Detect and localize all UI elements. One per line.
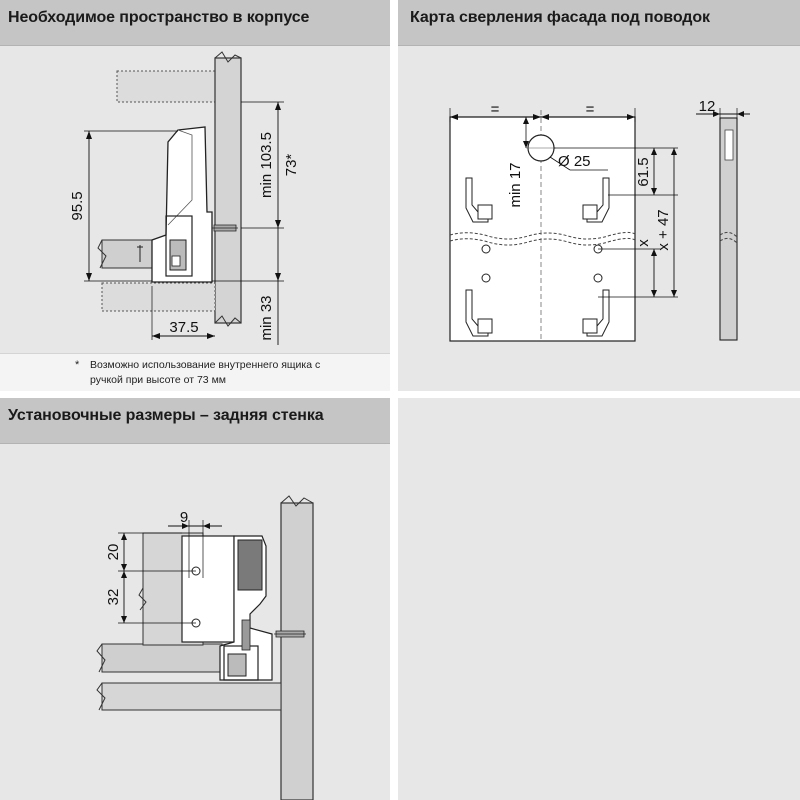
bracket-upper-left — [465, 177, 493, 223]
footnote-star: * — [75, 359, 80, 371]
runner-detail — [227, 653, 247, 677]
dim-min-bottom-label: min 33 — [258, 295, 275, 340]
panel-cabinet-space: Необходимое пространство в корпусе — [0, 0, 390, 391]
screw-icon — [137, 245, 143, 262]
leader-line — [549, 156, 571, 171]
runner-detail — [241, 619, 251, 651]
runner-clip — [165, 215, 193, 277]
dim-arrows — [713, 111, 744, 117]
dim-12-label: 12 — [699, 98, 716, 115]
footnote-line-2: ручкой при высоте от 73 мм — [90, 374, 227, 386]
profile-detail — [167, 129, 193, 226]
break-line — [97, 239, 107, 269]
panel-title: Карта сверления фасада под поводок — [410, 9, 710, 26]
bracket-upper-right — [582, 177, 610, 223]
top-panel — [116, 70, 216, 103]
back-bracket — [181, 535, 235, 643]
dim-eq-right-label: = — [586, 101, 595, 118]
panel-front-drilling: Карта сверления фасада под поводок = = Ø… — [398, 0, 800, 391]
dim-dia-label: Ø 25 — [558, 153, 591, 170]
panel-header: Установочные размеры – задняя стенка — [0, 398, 390, 444]
dim-arrows — [182, 523, 210, 529]
dim-star-label: 73* — [283, 154, 300, 177]
panel-empty — [398, 398, 800, 800]
dim-x-label: x — [635, 239, 652, 247]
profile-insert — [237, 539, 263, 591]
dim-depth-label: 37.5 — [169, 319, 198, 336]
bracket-lower-right — [582, 289, 610, 337]
drawer-bottom — [101, 643, 223, 673]
screw-icon — [212, 224, 238, 232]
hole-small — [481, 244, 491, 254]
break-line — [96, 682, 106, 711]
break-line — [719, 237, 738, 244]
panel-header: Карта сверления фасада под поводок — [398, 0, 800, 46]
dim-615-label: 61.5 — [635, 157, 652, 186]
runner-clip — [223, 645, 259, 681]
side-hole — [724, 129, 734, 161]
bottom-panel — [101, 282, 216, 312]
dim-9-label: 9 — [180, 509, 188, 526]
panel-header: Необходимое пространство в корпусе — [0, 0, 390, 46]
break-line — [280, 495, 314, 507]
bottom-panel — [101, 682, 282, 711]
hole-small — [593, 273, 603, 283]
back-wall-drawing: 9 20 32 — [96, 495, 314, 800]
drawer-profile — [151, 126, 213, 283]
dim-height-label: 95.5 — [69, 191, 86, 220]
break-line — [449, 237, 636, 246]
footnote-line-1: Возможно использование внутреннего ящика… — [90, 359, 321, 371]
drawer-bottom — [101, 239, 159, 269]
dim-x47-label: x + 47 — [655, 209, 672, 250]
break-line — [449, 231, 636, 240]
footnote: * Возможно использование внутреннего ящи… — [0, 353, 390, 391]
front-side-view — [719, 117, 738, 341]
break-line — [214, 51, 242, 63]
dim-32-label: 32 — [105, 589, 122, 606]
bracket-lower-left — [465, 289, 493, 337]
dim-arrows — [121, 533, 127, 623]
break-line — [214, 315, 242, 327]
screw-icon — [274, 630, 306, 638]
dim-min17-label: min 17 — [507, 162, 524, 207]
dim-arrows — [450, 114, 635, 120]
panel-title: Установочные размеры – задняя стенка — [8, 407, 324, 424]
runner-detail — [171, 255, 181, 267]
dim-eq-left-label: = — [491, 101, 500, 118]
dim-20-label: 20 — [105, 544, 122, 561]
hole-small — [481, 273, 491, 283]
dim-min-top-label: min 103.5 — [258, 132, 275, 198]
side-wall — [280, 502, 314, 800]
panel-back-wall: Установочные размеры – задняя стенка — [0, 398, 390, 800]
break-line — [96, 643, 106, 673]
cabinet-space-drawing: 95.5 min 103.5 73* min 33 37.5 — [69, 51, 300, 345]
side-wall — [214, 57, 242, 324]
dim-arrows — [523, 117, 529, 148]
panel-title: Необходимое пространство в корпусе — [8, 9, 310, 26]
front-drilling-drawing: = = Ø 25 min 17 — [449, 98, 750, 342]
break-line — [138, 587, 147, 611]
break-line — [719, 231, 738, 238]
